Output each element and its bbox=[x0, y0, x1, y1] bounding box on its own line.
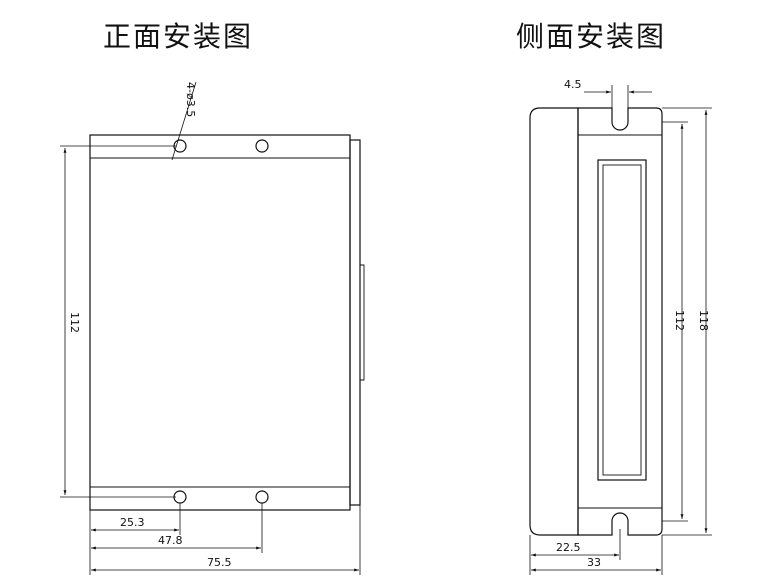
front-right-rail bbox=[349, 139, 361, 506]
offset-dim-label: 22.5 bbox=[556, 541, 581, 554]
inner-height-dim-label: 112 bbox=[673, 310, 686, 331]
hole-callout-leader bbox=[171, 81, 197, 161]
hole-callout-label: 4-ø3.5 bbox=[184, 82, 197, 117]
front-rail-step bbox=[360, 264, 365, 381]
front-body-outline bbox=[89, 134, 351, 511]
outer-height-dim-label: 118 bbox=[697, 310, 710, 331]
side-view: 侧面安装图 4.5 112 118 22.5 33 bbox=[516, 20, 712, 575]
side-window-outer bbox=[597, 159, 647, 481]
width-dim-label: 75.5 bbox=[207, 556, 232, 569]
slot-dim-label: 4.5 bbox=[564, 78, 582, 91]
side-view-title: 侧面安装图 bbox=[516, 20, 666, 53]
dim-b-label: 47.8 bbox=[158, 534, 183, 547]
side-width-dim-label: 33 bbox=[587, 556, 601, 569]
height-dim-label: 112 bbox=[68, 312, 81, 333]
side-housing bbox=[529, 107, 579, 536]
side-window-inner bbox=[602, 164, 642, 476]
side-plate bbox=[577, 107, 663, 536]
front-view-title: 正面安装图 bbox=[103, 20, 253, 53]
front-view: 正面安装图 4-ø3.5 112 25.3 47.8 bbox=[60, 20, 365, 575]
dim-a-label: 25.3 bbox=[120, 516, 145, 529]
mounting-hole-top-right bbox=[255, 139, 269, 153]
mounting-hole-bottom-right bbox=[255, 490, 269, 504]
